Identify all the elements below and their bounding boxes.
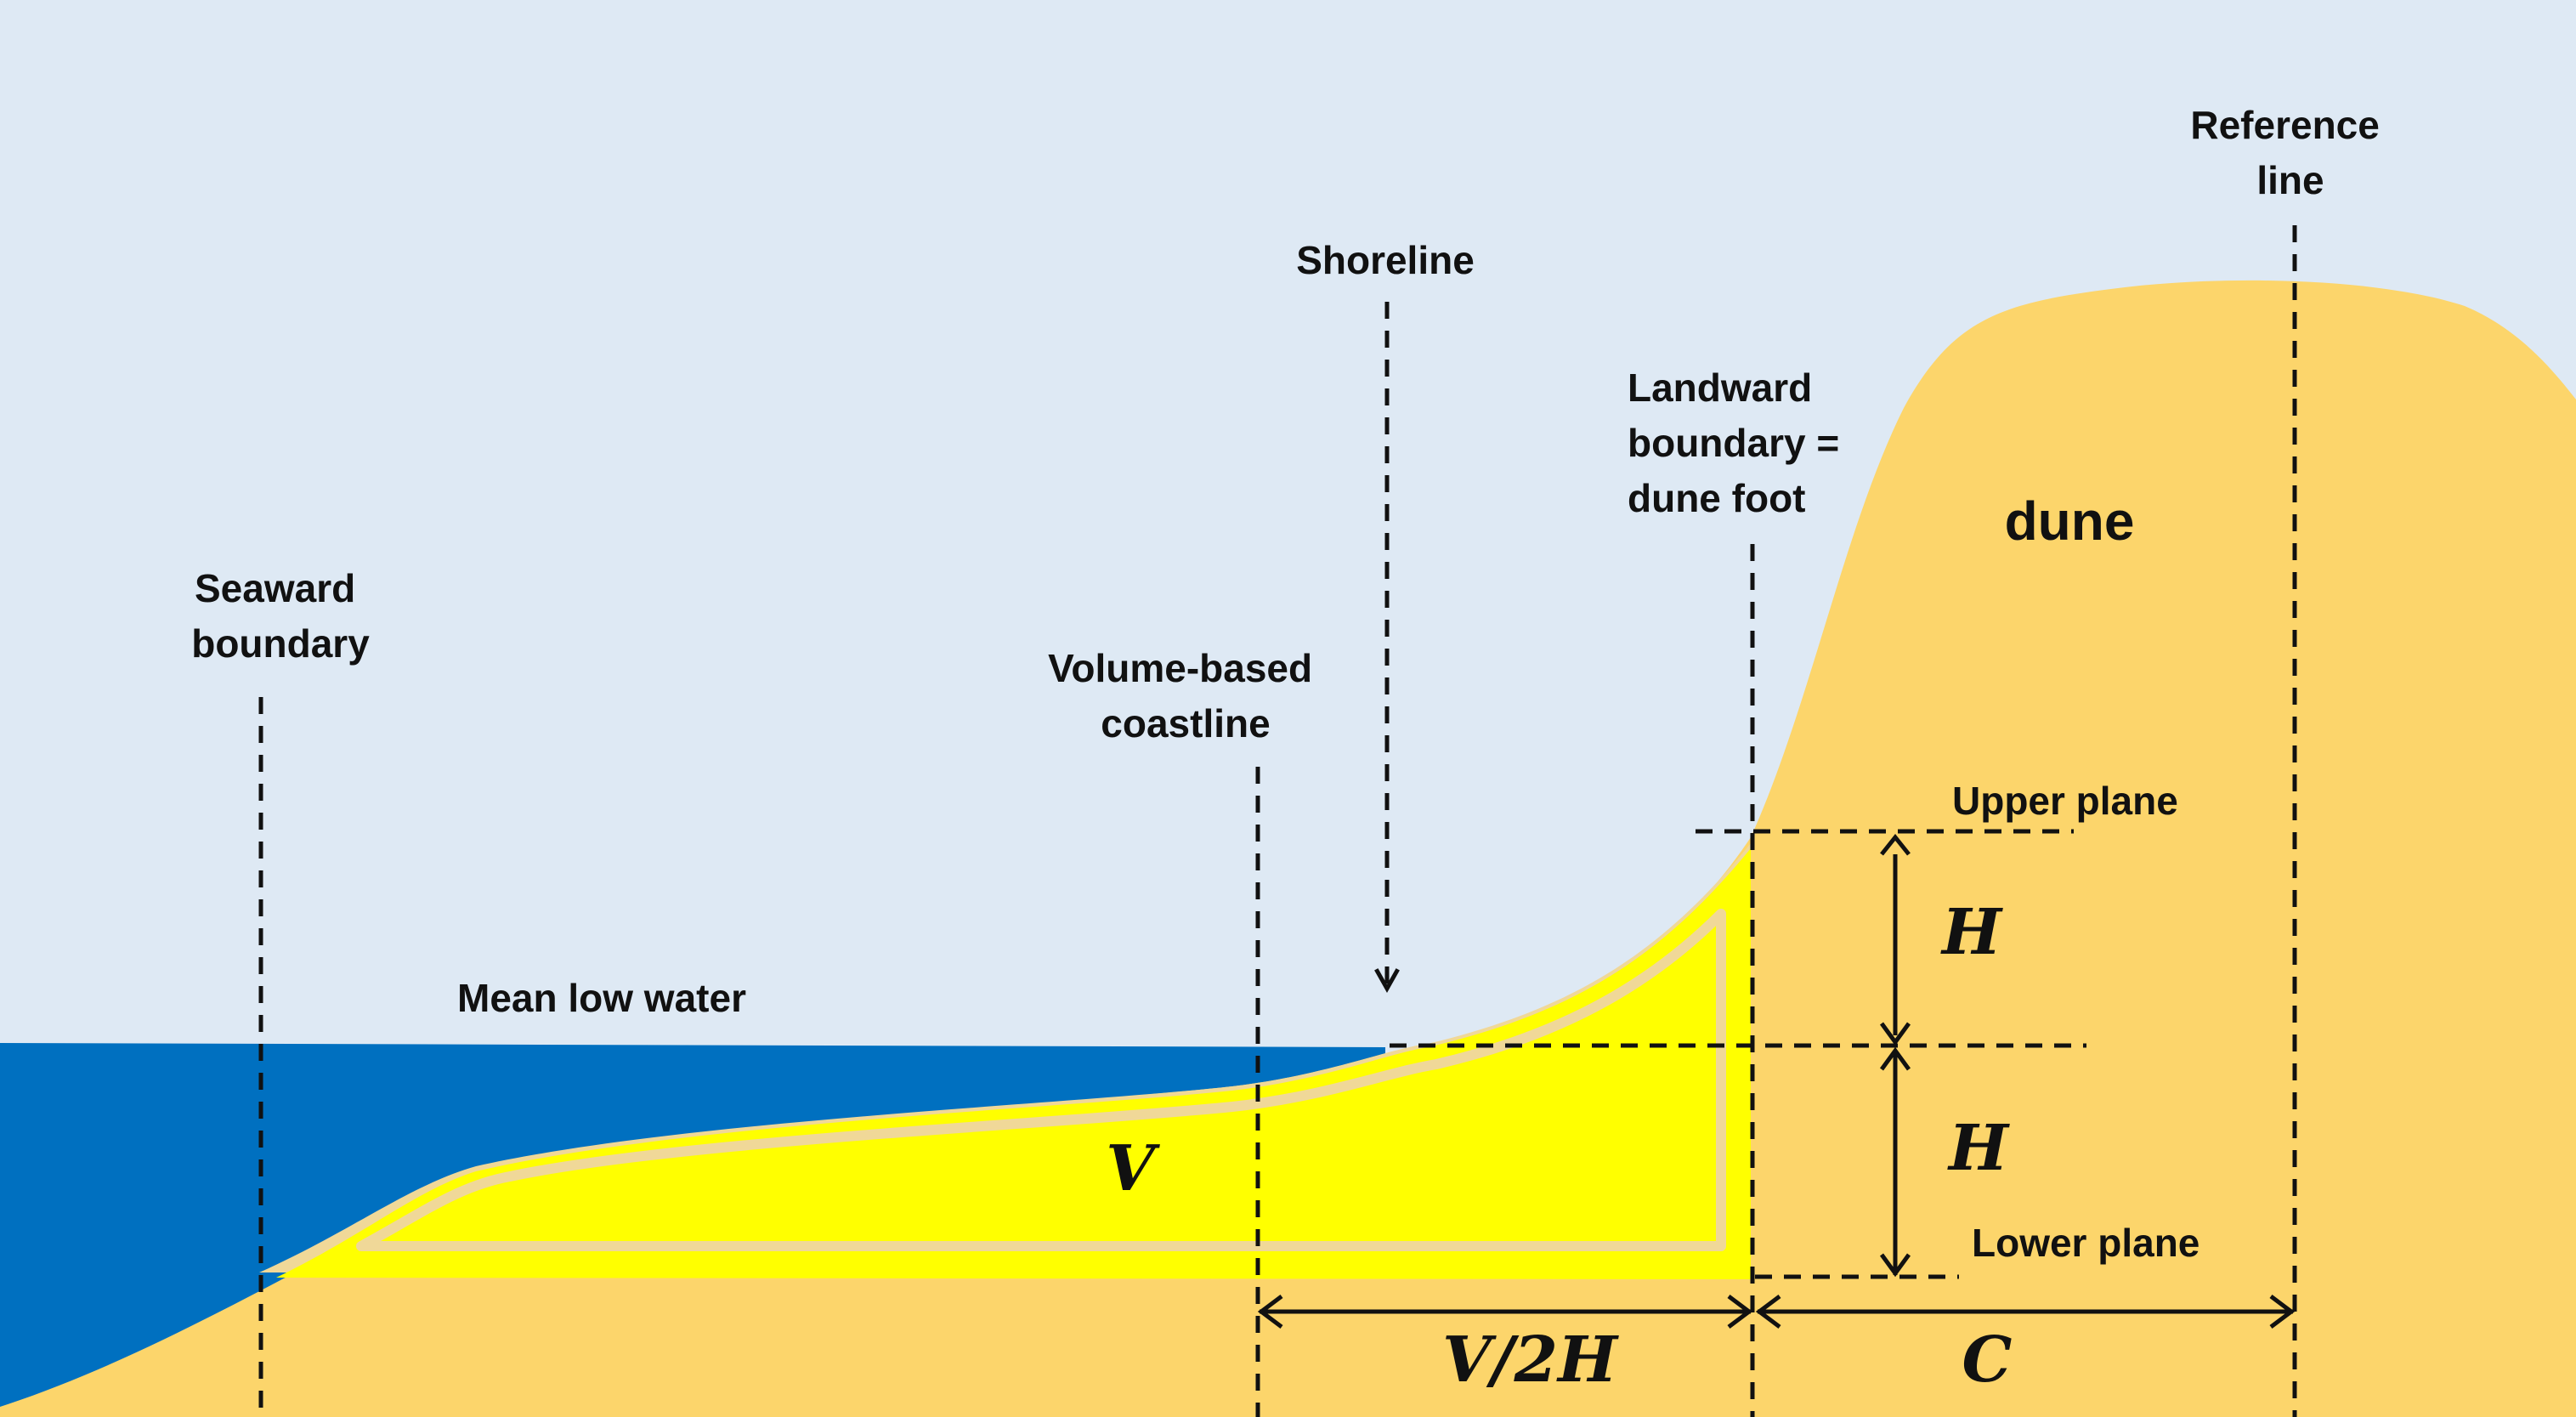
reference-line-label: Reference line	[2190, 103, 2390, 202]
v2h-arrowhead-right	[1727, 1295, 1753, 1329]
volume-region	[276, 848, 1751, 1279]
c-arrowhead-right	[2269, 1295, 2296, 1329]
v2h-arrowhead-left	[1257, 1295, 1283, 1329]
c-symbol: C	[1962, 1323, 2013, 1397]
mean-low-water-label: Mean low water	[457, 976, 746, 1020]
volume-inner-outline	[356, 909, 1726, 1251]
volume-symbol: V	[1106, 1132, 1160, 1205]
volume-based-coastline-label: Volume-based coastline	[1048, 646, 1323, 745]
h-lower-arrowhead-bottom	[1879, 1253, 1911, 1278]
dune-label: dune	[2005, 490, 2135, 552]
upper-plane-label: Upper plane	[1952, 779, 2178, 823]
h-lower-symbol: H	[1947, 1112, 2010, 1185]
c-arrowhead-left	[1755, 1295, 1781, 1329]
h-upper-symbol: H	[1940, 896, 2003, 969]
seaward-boundary-label: Seaward boundary	[191, 566, 370, 666]
v-over-2h-symbol: V/2H	[1442, 1323, 1619, 1397]
landward-boundary-label: Landward boundary = dune foot	[1628, 366, 1850, 520]
shoreline-label: Shoreline	[1296, 238, 1475, 282]
h-lower-arrowhead-top	[1879, 1046, 1911, 1071]
sand-profile	[0, 280, 2576, 1417]
lower-plane-label: Lower plane	[1972, 1221, 2200, 1265]
h-upper-arrowhead-bottom	[1879, 1022, 1911, 1046]
h-upper-arrowhead-top	[1880, 833, 1911, 856]
